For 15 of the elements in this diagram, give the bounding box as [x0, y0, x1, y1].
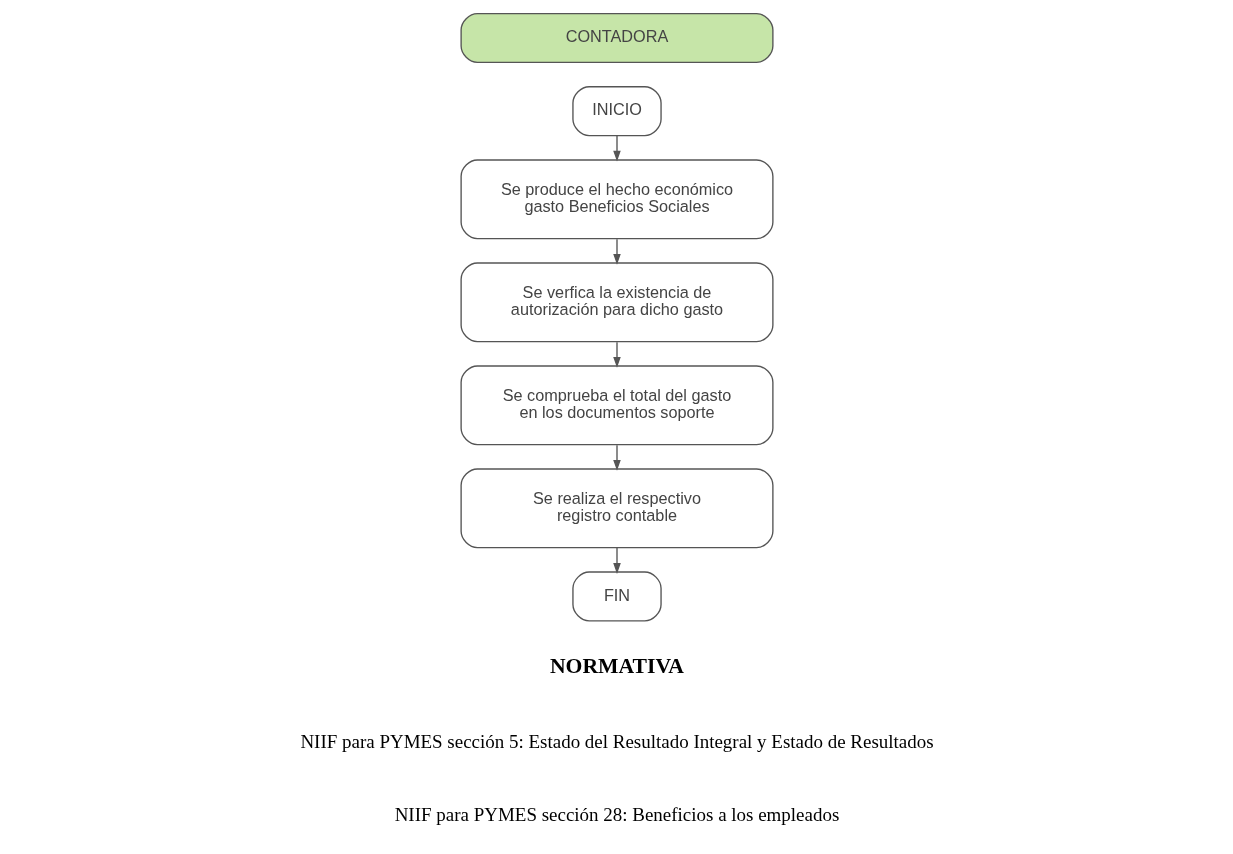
node-box: CONTADORA — [459, 12, 774, 64]
arrow — [612, 135, 621, 162]
node-box: Se produce el hecho económico gasto Beneficios Sociales — [459, 159, 774, 240]
arrow — [612, 547, 621, 574]
arrow — [612, 341, 621, 368]
node-box: INICIO — [571, 86, 662, 137]
node-box: Se comprueba el total del gasto en los documentos soporte — [459, 365, 774, 446]
arrow — [612, 238, 621, 265]
label: NIIF para PYMES sección 5: Estado del Resultado Integral y Estado de Resultados — [299, 730, 934, 752]
node-box: FIN — [571, 571, 662, 622]
node-box: Se verfica la existencia de autorización para dicho gasto — [459, 262, 774, 343]
arrow — [612, 444, 621, 471]
label: NIIF para PYMES sección 28: Beneficios a los empleados — [394, 804, 839, 826]
node-box: Se realiza el respectivo registro contable — [459, 468, 774, 549]
label: NORMATIVA — [549, 654, 684, 679]
